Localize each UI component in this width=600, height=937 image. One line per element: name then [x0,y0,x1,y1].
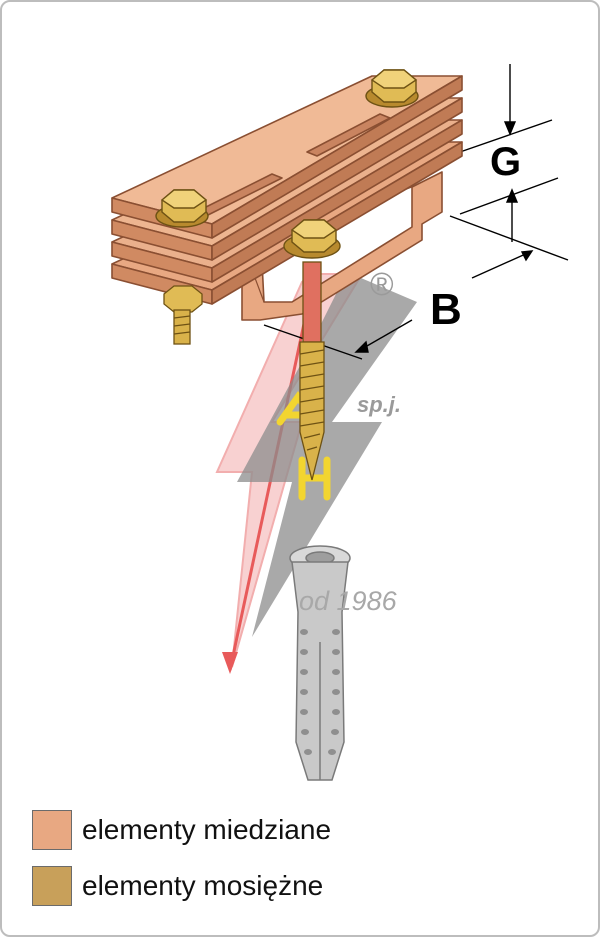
brass-swatch [32,866,72,906]
legend-label-brass: elementy mosiężne [82,870,324,901]
registered-mark: ® [370,266,394,302]
legend-item-copper: elementy miedziane [32,807,331,853]
copper-plate-stack [111,75,463,305]
watermark-since: od 1986 [299,586,397,616]
brass-nut-right [365,69,419,108]
legend-label-copper: elementy miedziane [82,814,332,845]
material-legend: elementy miedziane elementy mosiężne [32,807,331,919]
brass-bolt-left [163,285,203,345]
brass-nut-left [155,189,209,228]
copper-swatch [32,810,72,850]
dimension-g [459,64,559,242]
brass-screw [299,261,325,481]
brass-nut-center [283,219,341,259]
dimension-b-label: B [430,285,462,334]
plastic-dowel [289,545,351,781]
watermark-company-suffix: sp.j. [357,392,402,417]
legend-item-brass: elementy mosiężne [32,863,331,909]
dimension-g-label: G [490,140,522,184]
watermark-gray-bolt [237,272,417,637]
